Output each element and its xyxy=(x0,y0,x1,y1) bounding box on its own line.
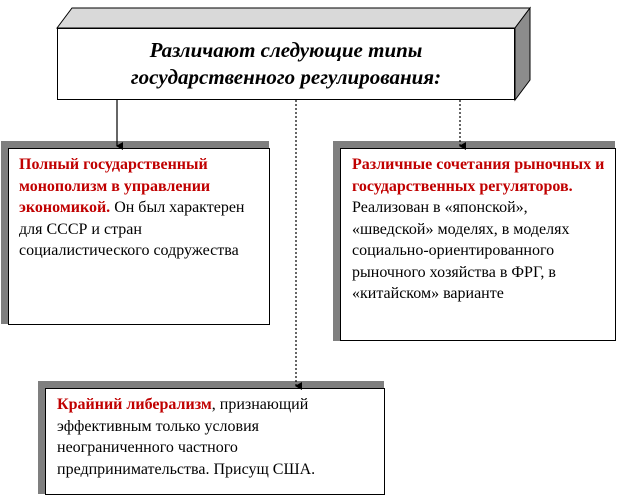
box-right-description: Реализован в «японской», «шведской» моде… xyxy=(352,199,570,302)
title-line-2: государственного регулирования: xyxy=(130,65,442,89)
box-bottom-highlight: Крайний либерализм xyxy=(57,396,212,413)
title-block: Различают следующие типы государственног… xyxy=(57,28,515,100)
box-left-highlight: Полный государственный монополизм в упра… xyxy=(19,156,211,216)
box-left-text: Полный государственный монополизм в упра… xyxy=(19,154,265,262)
box-bottom-description: , признающий эффективным только условия … xyxy=(57,396,316,478)
box-bottom-text: Крайний либерализм, признающий эффективн… xyxy=(57,394,379,480)
box-bottom xyxy=(45,388,385,495)
title-line-1: Различают следующие типы xyxy=(149,38,423,62)
box-left-description: Он был характерен для СССР и стран социа… xyxy=(19,199,245,259)
box-right-text: Различные сочетания рыночных и государст… xyxy=(352,154,608,337)
box-left xyxy=(8,148,270,325)
box-right-highlight: Различные сочетания рыночных и государст… xyxy=(352,156,605,195)
box-right xyxy=(340,148,616,341)
